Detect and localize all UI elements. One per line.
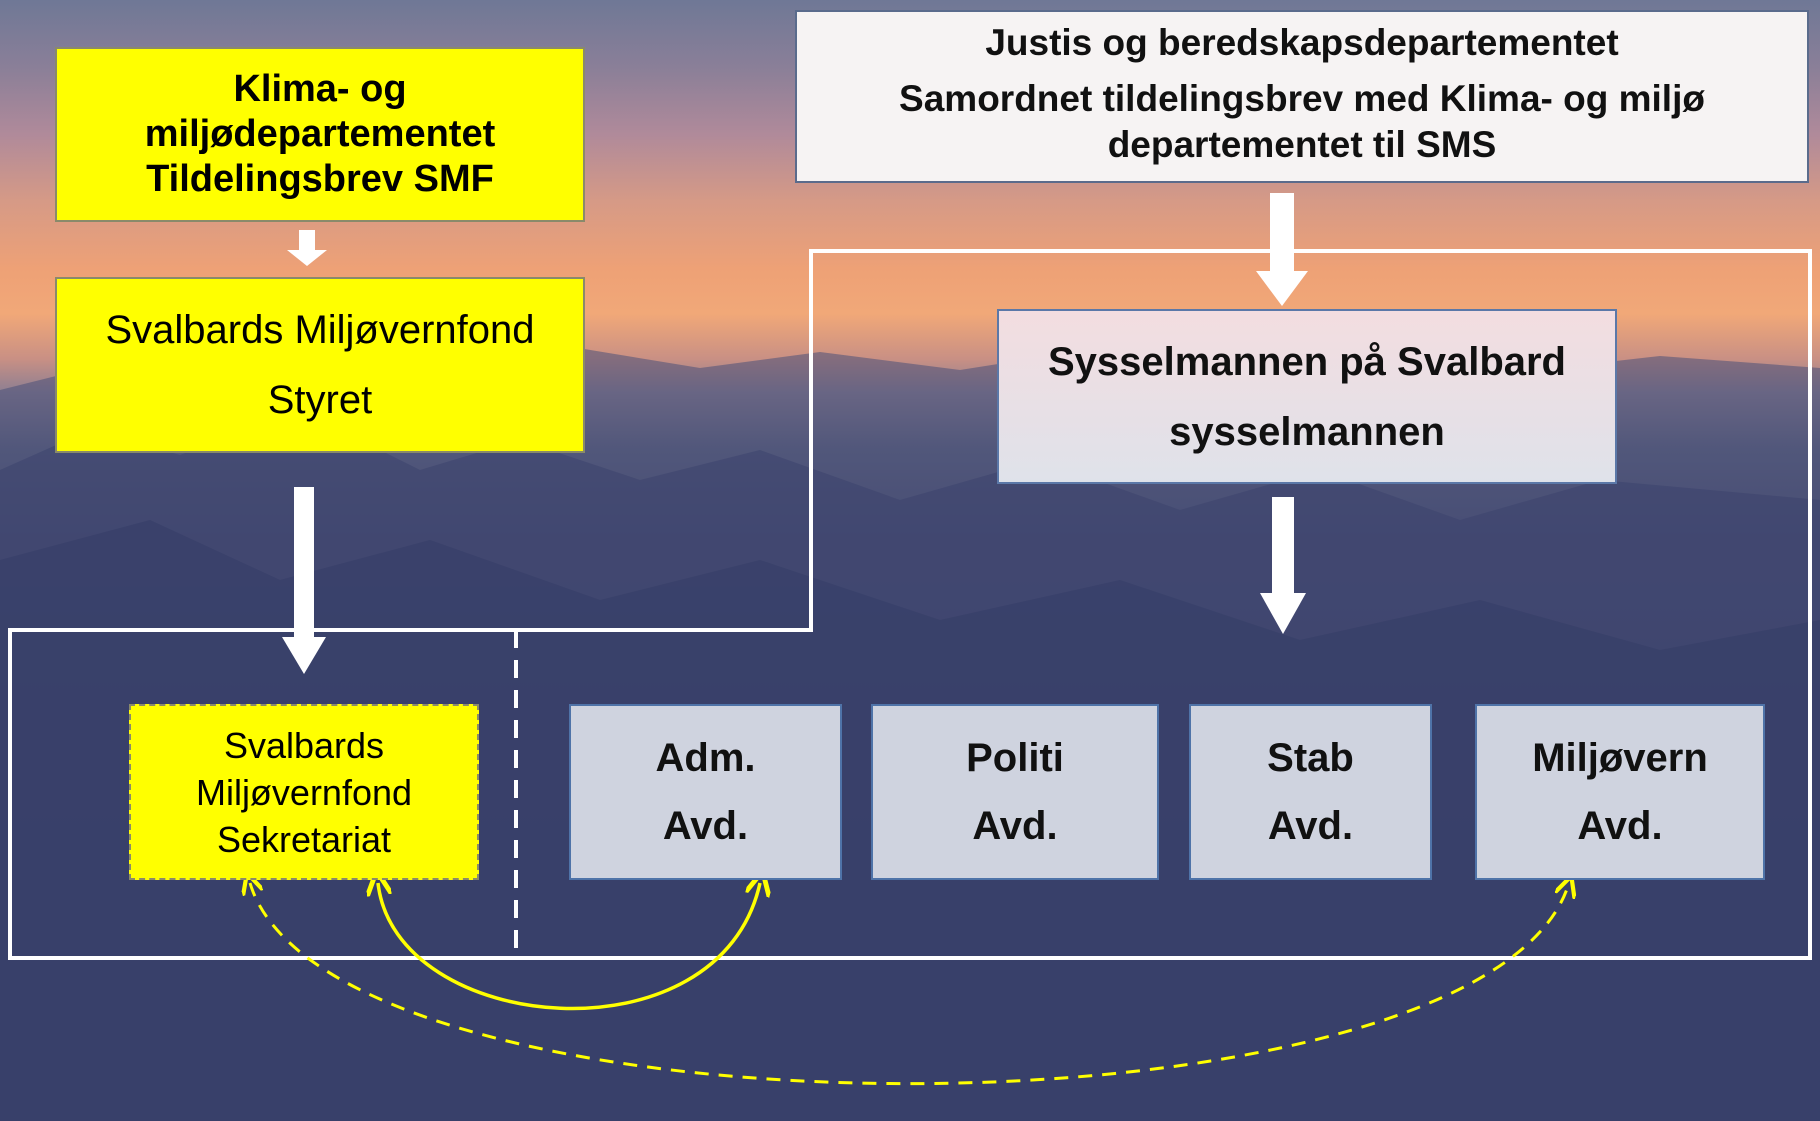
dept-label-line1: Miljøvern xyxy=(1532,736,1708,780)
smf-board-line1: Svalbards Miljøvernfond xyxy=(105,308,535,352)
sysselmannen-box: Sysselmannen på Svalbard sysselmannen xyxy=(997,309,1617,484)
secretariat-line2: Miljøvernfond xyxy=(195,771,413,813)
dept-stab-box: Stab Avd. xyxy=(1189,704,1432,880)
sysselmannen-line1: Sysselmannen på Svalbard xyxy=(1047,339,1566,384)
jd-box: Justis og beredskapsdepartementet Samord… xyxy=(795,10,1809,183)
kld-line1: Klima- og xyxy=(233,68,407,110)
secretariat-line1: Svalbards xyxy=(223,724,385,766)
kld-box: Klima- og miljødepartementet Tildelingsb… xyxy=(55,47,585,222)
kld-line3: Tildelingsbrev SMF xyxy=(146,158,494,200)
dept-adm-box: Adm. Avd. xyxy=(569,704,842,880)
sysselmannen-line2: sysselmannen xyxy=(1169,409,1445,454)
dept-miljovern-box: Miljøvern Avd. xyxy=(1475,704,1765,880)
secretariat-line3: Sekretariat xyxy=(216,818,392,860)
dept-label-line2: Avd. xyxy=(1267,804,1354,848)
kld-line2: miljødepartementet xyxy=(144,113,496,155)
dept-label-line1: Stab xyxy=(1267,736,1354,780)
dept-politi-box: Politi Avd. xyxy=(871,704,1159,880)
dept-label-line2: Avd. xyxy=(972,804,1058,848)
smf-board-line2: Styret xyxy=(267,378,373,422)
jd-line2: Samordnet tildelingsbrev med Klima- og m… xyxy=(899,78,1705,119)
jd-line3: departementet til SMS xyxy=(1107,124,1497,165)
dept-label-line1: Politi xyxy=(966,736,1064,780)
dept-label-line2: Avd. xyxy=(662,804,749,848)
jd-title: Justis og beredskapsdepartementet xyxy=(985,22,1619,63)
dept-label-line2: Avd. xyxy=(1577,804,1663,848)
secretariat-box: Svalbards Miljøvernfond Sekretariat xyxy=(129,704,479,880)
smf-board-box: Svalbards Miljøvernfond Styret xyxy=(55,277,585,453)
dept-label-line1: Adm. xyxy=(655,736,756,780)
